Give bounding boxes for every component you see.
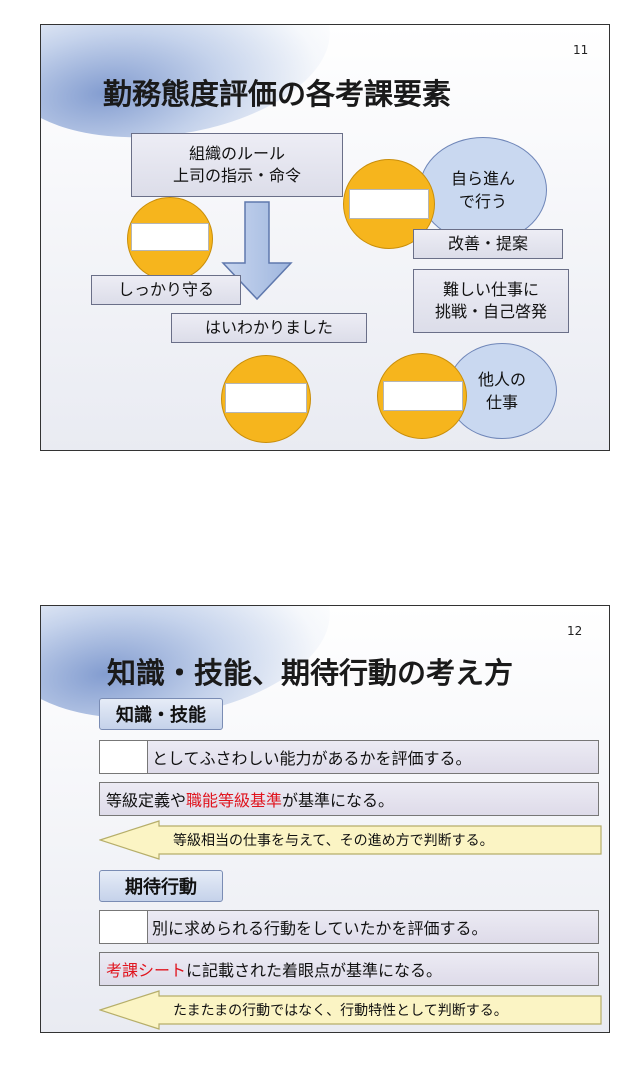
muzukashii-box: 難しい仕事に 挑戦・自己啓発 <box>413 269 569 333</box>
bubble-mizukara-line-2: で行う <box>458 192 507 211</box>
row-blank-box <box>100 741 148 773</box>
muzukashii-line-2: 挑戦・自己啓発 <box>434 302 547 321</box>
blank-answer-box-2 <box>349 189 429 219</box>
hai-box: はいわかりました <box>171 313 367 343</box>
blank-answer-box-1 <box>131 223 209 251</box>
blank-answer-box-4 <box>383 381 463 411</box>
slide-title: 知識・技能、期待行動の考え方 <box>107 656 514 690</box>
muzukashii-line-1: 難しい仕事に <box>442 279 539 299</box>
knowledge-row-1-text: としてふさわしい能力があるかを評価する。 <box>152 749 472 768</box>
blank-answer-box-3 <box>225 383 307 413</box>
behavior-row-2: 考課シート に記載された着眼点が基準になる。 <box>99 952 599 986</box>
behavior-row-1-text: 別に求められる行動をしていたかを評価する。 <box>152 919 488 938</box>
rules-line-1: 組織のルール <box>188 143 285 163</box>
row-blank-box <box>100 911 148 943</box>
slide-12: 12 知識・技能、期待行動の考え方 知識・技能 としてふさわしい能力があるかを評… <box>40 605 610 1033</box>
behavior-row-1: 別に求められる行動をしていたかを評価する。 <box>99 910 599 944</box>
bubble-mizukara-line-1: 自ら進ん <box>450 168 515 188</box>
knowledge-row-2: 等級定義や 職能等級基準 が基準になる。 <box>99 782 599 816</box>
knowledge-row-2-text-b: が基準になる。 <box>282 791 395 810</box>
behavior-arrow-text: たまたまの行動ではなく、行動特性として判断する。 <box>173 1003 508 1019</box>
section-label-expected-behavior: 期待行動 <box>99 870 223 902</box>
bubble-mizukara: 自ら進ん で行う <box>419 137 547 243</box>
bubble-tanin-line-1: 他人の <box>477 369 526 389</box>
left-arrow-icon <box>99 820 602 860</box>
slide-title: 勤務態度評価の各考課要素 <box>103 77 452 111</box>
section-label-knowledge: 知識・技能 <box>99 698 223 730</box>
kaizen-box: 改善・提案 <box>413 229 563 259</box>
knowledge-row-1: としてふさわしい能力があるかを評価する。 <box>99 740 599 774</box>
bubble-tanin-line-2: 仕事 <box>485 393 518 412</box>
behavior-row-2-text-red: 考課シート <box>106 961 187 980</box>
knowledge-arrow-text: 等級相当の仕事を与えて、その進め方で判断する。 <box>173 833 494 849</box>
knowledge-row-2-text-red: 職能等級基準 <box>186 791 283 810</box>
rules-line-2: 上司の指示・命令 <box>172 166 301 185</box>
slide-11: 11 勤務態度評価の各考課要素 組織のルール 上司の指示・命令 しっかり守る は… <box>40 24 610 451</box>
behavior-row-2-text-b: に記載された着眼点が基準になる。 <box>186 961 443 980</box>
left-arrow-icon <box>99 990 602 1030</box>
shikkari-box: しっかり守る <box>91 275 241 305</box>
knowledge-row-2-text-a: 等級定義や <box>106 791 187 810</box>
down-arrow-icon <box>221 201 293 301</box>
page-number: 11 <box>573 43 589 57</box>
rules-box: 組織のルール 上司の指示・命令 <box>131 133 343 197</box>
page-number: 12 <box>567 624 583 638</box>
